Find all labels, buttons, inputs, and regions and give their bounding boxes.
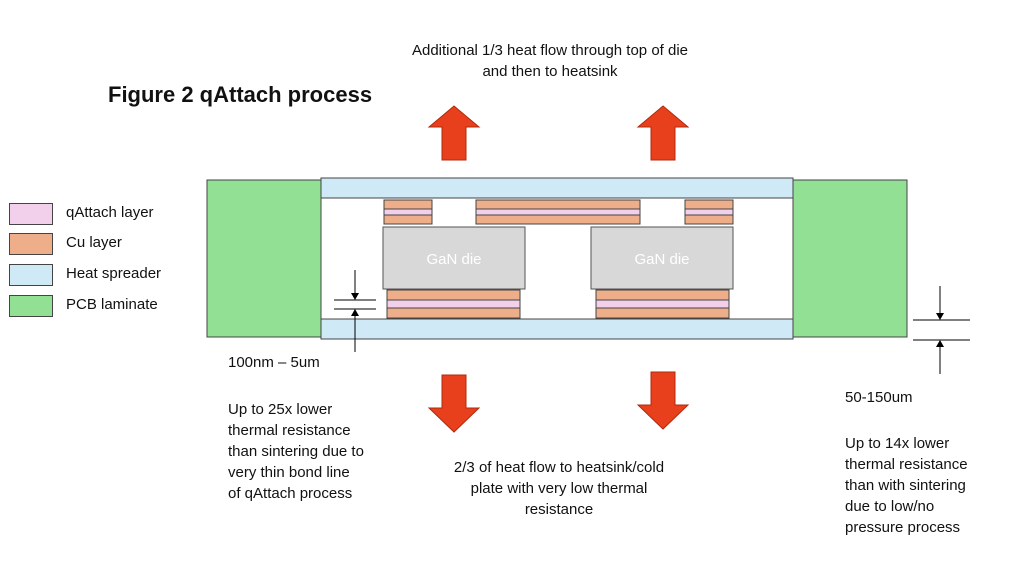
heat-flow-up-arrow — [636, 105, 690, 161]
legend-item-heat-spreader: Heat spreader — [9, 264, 229, 288]
legend-label: Heat spreader — [66, 265, 162, 282]
legend-item-qattach: qAttach layer — [9, 203, 229, 227]
heat-flow-down-arrow — [427, 374, 481, 433]
gan-die-left — [382, 226, 526, 290]
legend-swatch-cu — [9, 233, 53, 255]
legend-item-cu: Cu layer — [9, 233, 229, 257]
legend-swatch-heat-spreader — [9, 264, 53, 286]
bottom-stack-right — [595, 289, 730, 319]
bond-line-dimension-label: 100nm – 5um — [228, 354, 320, 371]
gan-die-label: GaN die — [634, 251, 689, 268]
gan-die-label: GaN die — [426, 251, 481, 268]
top-heat-flow-note: Additional 1/3 heat flow through top of … — [411, 42, 689, 80]
pcb-gap-dimension — [913, 286, 970, 374]
left-thermal-note: Up to 25x lower thermal resistance than … — [228, 401, 364, 502]
bottom-stack-left — [386, 289, 521, 319]
legend-swatch-pcb — [9, 295, 53, 317]
legend-label: Cu layer — [66, 234, 122, 251]
heat-spreader-top — [320, 177, 794, 199]
gan-die-right — [590, 226, 734, 290]
heat-spreader-bottom — [320, 318, 794, 340]
legend-swatch-qattach — [9, 203, 53, 225]
figure-title: Figure 2 qAttach process — [108, 82, 373, 107]
pcb-gap-dimension-label: 50-150um — [845, 389, 913, 406]
heat-flow-up-arrow — [427, 105, 481, 161]
top-stack-middle — [475, 199, 641, 225]
right-thermal-note: Up to 14x lower thermal resistance than … — [845, 435, 968, 536]
legend-item-pcb: PCB laminate — [9, 295, 229, 319]
pcb-laminate-right — [792, 179, 908, 338]
heat-flow-down-arrow — [636, 371, 690, 430]
top-stack-left — [383, 199, 433, 225]
legend-label: qAttach layer — [66, 204, 154, 221]
top-stack-right — [684, 199, 734, 225]
bond-line-dimension — [334, 270, 376, 352]
bottom-heat-flow-note: 2/3 of heat flow to heatsink/cold plate … — [453, 459, 665, 518]
legend-label: PCB laminate — [66, 296, 158, 313]
pcb-laminate-left — [206, 179, 322, 338]
